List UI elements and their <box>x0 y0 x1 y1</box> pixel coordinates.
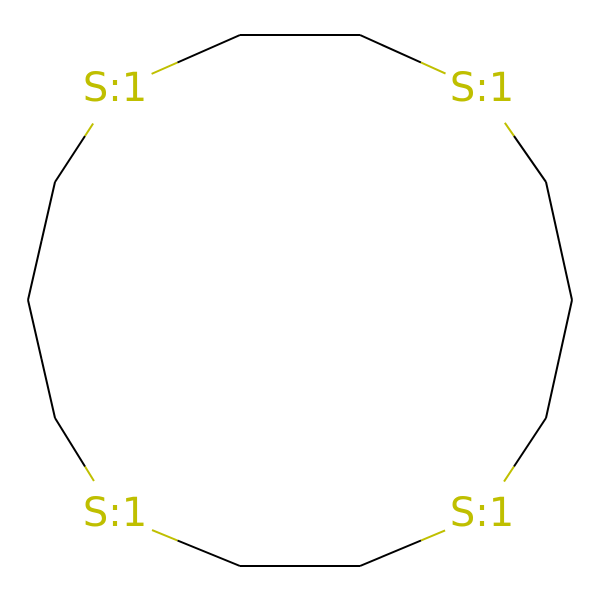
bond-a9-a8-a <box>420 529 446 542</box>
atom-label-a9: S:1 <box>450 490 514 536</box>
bond-a12-a11-a <box>545 181 560 242</box>
bond-a4-a3-b <box>40 181 56 242</box>
bond-a0-a13-b <box>420 61 446 75</box>
bond-a11-a10-a <box>558 299 573 360</box>
bond-a5-a4-a <box>40 358 56 419</box>
atom-label-a2: S:1 <box>83 65 147 111</box>
bond-a5-a4-b <box>27 299 43 360</box>
bond-a13-a12-b <box>513 135 547 183</box>
bond-a3-a2-b <box>84 122 94 137</box>
bond-a9-a8-b <box>359 539 422 567</box>
bond-a3-a2-a <box>54 135 86 183</box>
bond-a2-a1-a <box>151 61 178 75</box>
bond-a2-a1-b <box>177 34 241 64</box>
bond-a4-a3-a <box>27 240 43 301</box>
bond-a0-a13-a <box>359 34 422 64</box>
bond-a7-a6-b <box>151 529 178 542</box>
bond-a13-a12-a <box>504 122 515 137</box>
bond-a10-a9-a <box>513 417 547 468</box>
bond-a12-a11-b <box>558 240 573 301</box>
bond-a6-a5-a <box>84 465 95 482</box>
bonds-layer <box>27 34 573 567</box>
atom-label-a6: S:1 <box>83 490 147 536</box>
bond-a7-a6-a <box>177 539 241 567</box>
bond-a11-a10-b <box>545 358 560 419</box>
bond-a10-a9-b <box>503 465 515 483</box>
bond-a6-a5-b <box>54 417 86 468</box>
atom-label-a13: S:1 <box>450 65 514 111</box>
